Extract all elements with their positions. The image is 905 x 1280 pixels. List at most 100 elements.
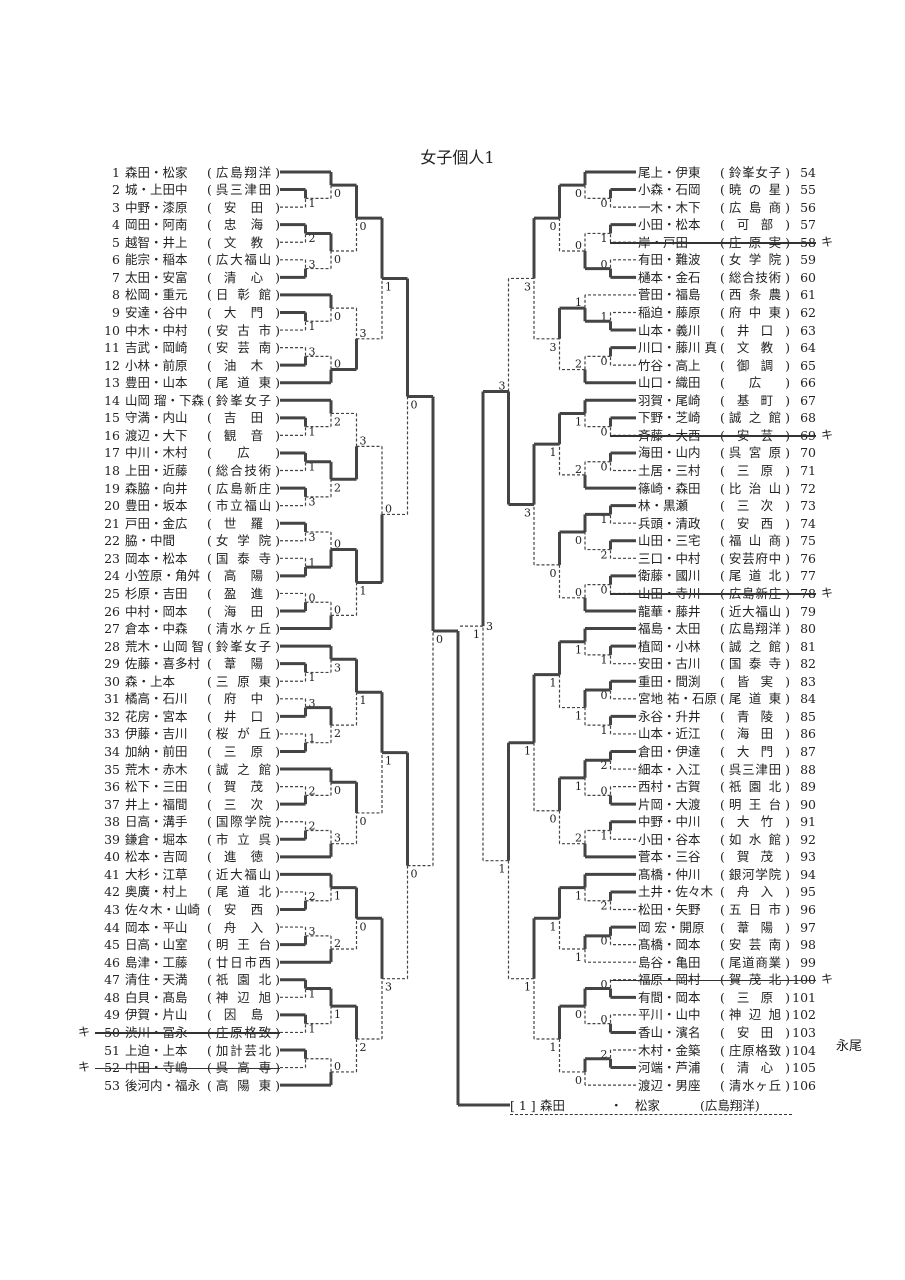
entry-names: 土居・三村 bbox=[638, 463, 701, 479]
entry-names: 豊田・坂本 bbox=[125, 498, 188, 514]
entry-school: (暁の星) bbox=[720, 181, 790, 198]
paren-open: ( bbox=[207, 743, 212, 759]
entry-names: 西村・古賀 bbox=[638, 779, 701, 795]
entry-number: 76 bbox=[800, 550, 816, 566]
entry-school: (神辺旭) bbox=[207, 989, 280, 1006]
withdrawn-strikethrough bbox=[610, 242, 816, 244]
entry-number: 102 bbox=[792, 1007, 816, 1023]
paren-open: ( bbox=[207, 761, 212, 777]
paren-open: ( bbox=[207, 568, 212, 584]
entry-number: 26 bbox=[104, 603, 120, 619]
paren-open: ( bbox=[720, 480, 725, 496]
entry-names: 龍華・藤井 bbox=[638, 603, 701, 619]
entry-names: 羽賀・尾崎 bbox=[638, 392, 701, 408]
entry-number: 95 bbox=[800, 884, 816, 900]
paren-open: ( bbox=[207, 392, 212, 408]
paren-open: ( bbox=[720, 919, 725, 935]
paren-close: ) bbox=[785, 410, 790, 426]
school-name: 府中 bbox=[223, 691, 264, 707]
paren-open: ( bbox=[720, 779, 725, 795]
paren-close: ) bbox=[275, 989, 280, 1005]
entry-names: 香山・濱名 bbox=[638, 1024, 701, 1040]
match-score: 2 bbox=[309, 232, 316, 245]
entry-names: 上田・近藤 bbox=[125, 463, 188, 479]
paren-open: ( bbox=[720, 287, 725, 303]
entry-names: 岡本・松本 bbox=[125, 550, 188, 566]
school-name: 大門 bbox=[223, 304, 264, 320]
entry-number: 37 bbox=[104, 796, 120, 812]
paren-open: ( bbox=[207, 902, 212, 918]
paren-open: ( bbox=[720, 831, 725, 847]
paren-close: ) bbox=[785, 726, 790, 742]
withdrawn-mark: キ bbox=[78, 1024, 91, 1039]
entry-school: (近大福山) bbox=[720, 603, 790, 620]
school-name: 大竹 bbox=[736, 814, 774, 830]
school-name: 広島翔洋 bbox=[728, 621, 782, 637]
entry-school: (国泰寺) bbox=[720, 655, 790, 672]
entry-number: 33 bbox=[104, 726, 120, 742]
entry-school: (舟入) bbox=[720, 883, 790, 900]
entry-names: 土井・佐々木 bbox=[638, 884, 714, 900]
paren-open: ( bbox=[207, 304, 212, 320]
match-score: 1 bbox=[575, 710, 582, 723]
entry-school: (広島翔洋) bbox=[720, 620, 790, 637]
entry-names: 重田・間渕 bbox=[638, 673, 701, 689]
paren-close: ) bbox=[785, 463, 790, 479]
match-score: 2 bbox=[360, 1041, 367, 1054]
entry-names: 菅田・福島 bbox=[638, 287, 701, 303]
entry-names: 福島・太田 bbox=[638, 621, 701, 637]
entry-names: 安達・谷中 bbox=[125, 304, 188, 320]
entry-number: 92 bbox=[800, 831, 816, 847]
entry-number: 17 bbox=[104, 445, 120, 461]
paren-close: ) bbox=[275, 498, 280, 514]
school-name: 三原 bbox=[736, 989, 774, 1005]
match-score: 0 bbox=[334, 1060, 341, 1073]
entry-names: 島谷・亀田 bbox=[638, 954, 701, 970]
match-score: 3 bbox=[309, 346, 316, 359]
entry-number: 25 bbox=[104, 585, 120, 601]
entry-names: 小森・石岡 bbox=[638, 182, 701, 198]
match-score: 1 bbox=[499, 863, 506, 876]
paren-open: ( bbox=[207, 287, 212, 303]
school-name: 吉田 bbox=[223, 410, 264, 426]
entry-school: (府中) bbox=[207, 690, 280, 707]
match-score: 0 bbox=[334, 538, 341, 551]
school-name: 国泰寺 bbox=[728, 656, 782, 672]
entry-names: 森田・松家 bbox=[125, 164, 188, 180]
paren-open: ( bbox=[207, 269, 212, 285]
entry-number: 47 bbox=[104, 972, 120, 988]
match-score: 2 bbox=[601, 759, 608, 772]
entry-school: (因島) bbox=[207, 1006, 280, 1023]
entry-number: 30 bbox=[104, 673, 120, 689]
school-name: 忠海 bbox=[223, 217, 264, 233]
match-score: 0 bbox=[601, 978, 608, 991]
paren-close: ) bbox=[785, 1042, 790, 1058]
match-score: 1 bbox=[360, 584, 367, 597]
entry-school: (三次) bbox=[720, 497, 790, 514]
match-score: 2 bbox=[334, 937, 341, 950]
paren-close: ) bbox=[785, 287, 790, 303]
paren-close: ) bbox=[275, 638, 280, 654]
entry-school: (大門) bbox=[720, 743, 790, 760]
entry-names: 太田・安富 bbox=[125, 269, 188, 285]
paren-close: ) bbox=[275, 884, 280, 900]
match-score: 2 bbox=[601, 900, 608, 913]
match-score: 0 bbox=[601, 583, 608, 596]
entry-number: 80 bbox=[800, 621, 816, 637]
match-score: 3 bbox=[550, 341, 557, 354]
